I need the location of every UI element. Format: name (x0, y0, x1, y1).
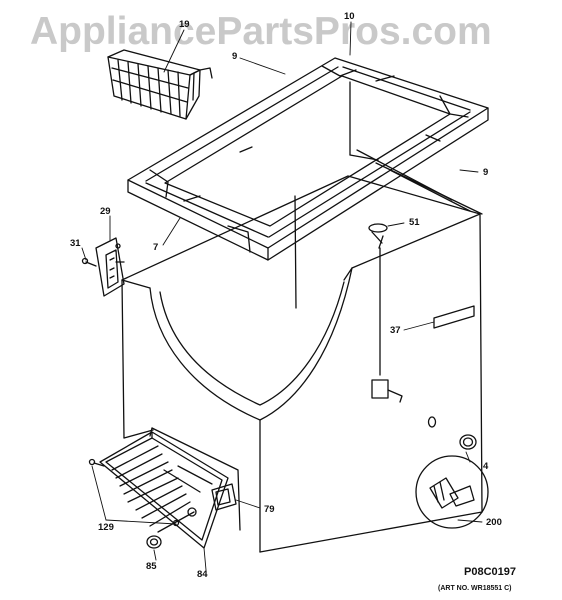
callout-51: 51 (409, 217, 420, 228)
callout-84: 84 (197, 569, 208, 580)
callout-37: 37 (390, 325, 401, 336)
leader-lines (81, 21, 483, 571)
detail-fitting (415, 455, 489, 529)
callout-29: 29 (100, 206, 111, 217)
grille (99, 431, 229, 549)
drain-cap (459, 434, 477, 450)
watermark: AppliancePartsPros.com (30, 10, 492, 53)
callout-31: 31 (70, 238, 81, 249)
figure-id: P08C0197 (464, 566, 516, 578)
cabinet-body (121, 81, 483, 553)
callout-9-right: 9 (483, 167, 489, 178)
callout-85: 85 (146, 561, 157, 572)
lid-gasket-frame (127, 57, 489, 261)
art-number: (ART NO. WR18551 C) (438, 585, 512, 592)
label-plate (433, 305, 475, 329)
hinge (95, 237, 125, 297)
callout-10: 10 (344, 11, 355, 22)
callout-200: 200 (486, 517, 502, 528)
hinge-screw (81, 257, 97, 267)
drain-assembly (368, 223, 437, 428)
grille-screws (88, 458, 180, 527)
callout-9-top: 9 (232, 51, 238, 62)
callout-19: 19 (179, 19, 190, 30)
callout-4: 4 (483, 461, 489, 472)
knob (146, 535, 162, 549)
callout-129: 129 (98, 522, 114, 533)
callout-7: 7 (153, 242, 159, 253)
condenser-opening (149, 427, 241, 531)
callout-79: 79 (264, 504, 275, 515)
basket (107, 49, 213, 120)
relay-switch (211, 483, 237, 511)
